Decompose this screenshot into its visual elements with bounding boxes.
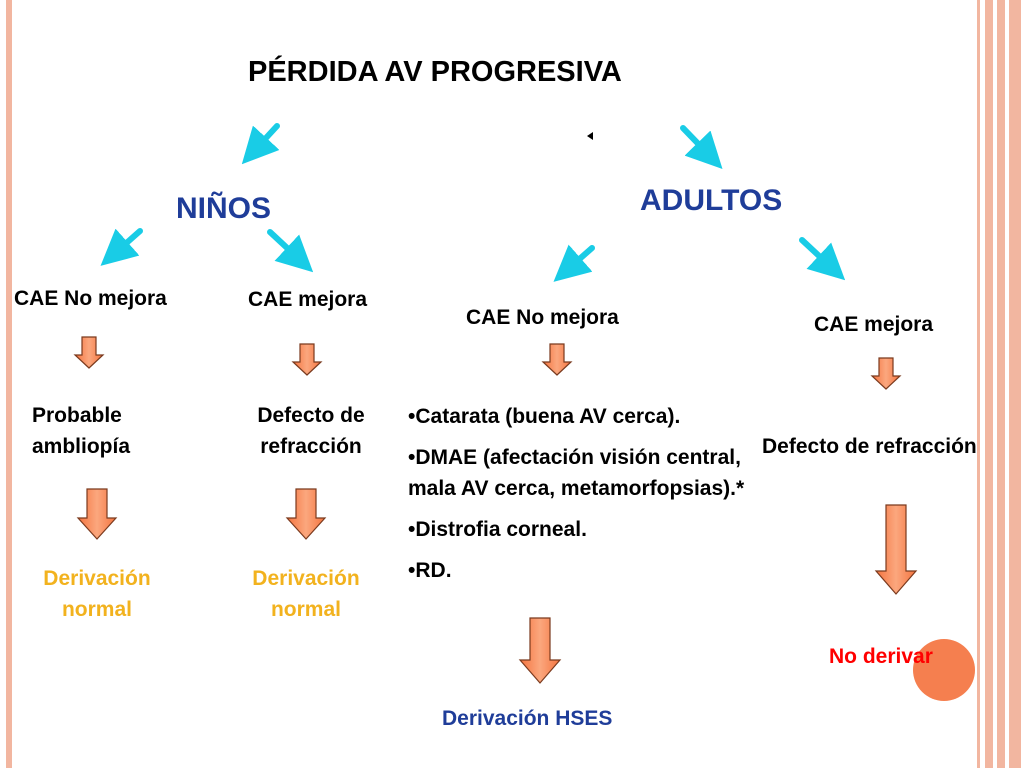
ninos-no-mejora-result: Probable ambliopía <box>32 400 130 462</box>
arrow-adultos-mejora <box>799 237 846 281</box>
right-stripe-1 <box>977 0 980 768</box>
referral-line-2: normal <box>270 598 341 621</box>
result-line-1: Defecto de <box>257 404 365 427</box>
big-down-arrow-ninos-2 <box>285 488 327 540</box>
referral-line-1: Derivación <box>252 567 360 590</box>
small-pointer-icon <box>587 132 593 140</box>
ninos-no-mejora-referral: Derivación normal <box>22 563 172 625</box>
cause-item: Distrofia corneal. <box>408 514 748 545</box>
cause-item: RD. <box>408 555 748 586</box>
big-down-arrow-adultos-1 <box>518 617 562 684</box>
ninos-heading: NIÑOS <box>176 192 272 225</box>
result-line-1: Probable <box>32 404 122 427</box>
cause-item: DMAE (afectación visión central, mala AV… <box>408 442 748 504</box>
right-stripe-4 <box>1009 0 1021 768</box>
right-stripe-3 <box>997 0 1005 768</box>
adultos-mejora-result: Defecto de refracción <box>762 435 977 458</box>
cause-item: Catarata (buena AV cerca). <box>408 401 748 432</box>
adultos-causes-list: Catarata (buena AV cerca). DMAE (afectac… <box>408 401 748 596</box>
arrow-adultos-no-mejora <box>553 244 595 282</box>
ninos-mejora-referral: Derivación normal <box>231 563 381 625</box>
arrow-to-adultos <box>680 125 723 169</box>
left-stripe <box>6 0 12 768</box>
result-line-2: refracción <box>260 435 362 458</box>
small-down-arrow-adultos-1 <box>541 343 573 376</box>
small-down-arrow-adultos-2 <box>870 357 902 390</box>
arrow-ninos-no-mejora <box>100 228 143 266</box>
adultos-heading: ADULTOS <box>640 184 783 217</box>
adultos-no-mejora-referral: Derivación HSES <box>442 707 613 730</box>
decorative-circle <box>913 639 975 701</box>
big-down-arrow-adultos-2 <box>874 504 918 595</box>
referral-line-2: normal <box>61 598 132 621</box>
adultos-no-mejora-label: CAE No mejora <box>466 306 619 329</box>
small-down-arrow-ninos-2 <box>291 343 323 376</box>
page-title: PÉRDIDA AV PROGRESIVA <box>248 56 622 88</box>
right-stripe-2 <box>985 0 993 768</box>
adultos-mejora-label: CAE mejora <box>814 313 934 336</box>
adultos-mejora-referral: No derivar <box>829 645 933 668</box>
ninos-no-mejora-label: CAE No mejora <box>14 287 167 310</box>
referral-line-1: Derivación <box>43 567 151 590</box>
arrow-ninos-mejora <box>267 229 314 273</box>
result-line-2: ambliopía <box>32 435 131 458</box>
ninos-mejora-label: CAE mejora <box>248 288 368 311</box>
arrow-to-ninos <box>241 123 280 165</box>
big-down-arrow-ninos-1 <box>76 488 118 540</box>
small-down-arrow-ninos-1 <box>73 336 105 369</box>
ninos-mejora-result: Defecto de refracción <box>236 400 386 462</box>
